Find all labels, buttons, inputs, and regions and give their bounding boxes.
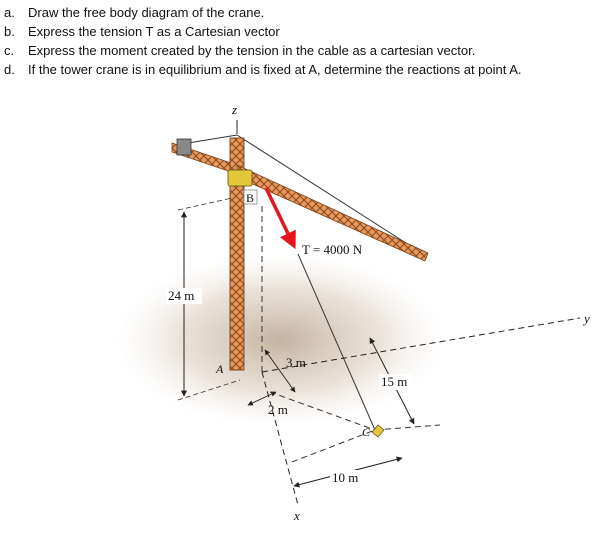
dim-24m-bottom-ext	[177, 379, 241, 401]
question-list: a. Draw the free body diagram of the cran…	[4, 3, 592, 79]
ground-line-c-y	[374, 424, 441, 431]
front-cable	[236, 134, 421, 253]
point-label-b: B	[246, 191, 254, 205]
question-label: a.	[4, 5, 15, 20]
question-text: Express the tension T as a Cartesian vec…	[28, 24, 280, 39]
tension-arrow	[264, 187, 296, 250]
dim-2m-line	[247, 391, 277, 406]
question-item: d. If the tower crane is in equilibrium a…	[4, 60, 592, 79]
operator-cab	[227, 169, 253, 187]
ground-line-to-c	[269, 391, 376, 431]
question-text: Draw the free body diagram of the crane.	[28, 5, 265, 20]
question-label: b.	[4, 24, 15, 39]
counterweight	[176, 138, 192, 156]
dim-24m-bg	[166, 288, 202, 304]
question-text: If the tower crane is in equilibrium and…	[28, 62, 522, 77]
question-item: a. Draw the free body diagram of the cran…	[4, 3, 592, 22]
dim-label-15m: 15 m	[381, 374, 407, 389]
question-label: c.	[4, 43, 15, 58]
dim-label-10m: 10 m	[332, 470, 358, 485]
dim-label-2m: 2 m	[268, 402, 288, 417]
dim-15m-bg	[379, 374, 413, 390]
point-label-c: C	[362, 425, 371, 439]
point-c-anchor	[371, 424, 385, 438]
dim-10m-bg	[330, 470, 368, 486]
question-item: b. Express the tension T as a Cartesian v…	[4, 22, 592, 41]
y-axis-line	[261, 317, 581, 373]
tower-mast	[229, 137, 245, 371]
dim-label-24m: 24 m	[168, 288, 194, 303]
axis-label-z: z	[231, 102, 237, 117]
question-text: Express the moment created by the tensio…	[28, 43, 476, 58]
tension-label: T = 4000 N	[302, 242, 363, 257]
question-item: c. Express the moment created by the tens…	[4, 41, 592, 60]
point-label-a: A	[215, 362, 224, 376]
dim-24m-top-ext	[177, 197, 233, 211]
axis-label-y: y	[582, 311, 590, 326]
dim-label-3m: 3 m	[286, 355, 306, 370]
axis-label-x: x	[293, 508, 300, 523]
point-b-box	[243, 189, 258, 205]
question-label: d.	[4, 62, 15, 77]
tension-cable	[297, 253, 376, 431]
dim-3m-line	[264, 349, 296, 393]
